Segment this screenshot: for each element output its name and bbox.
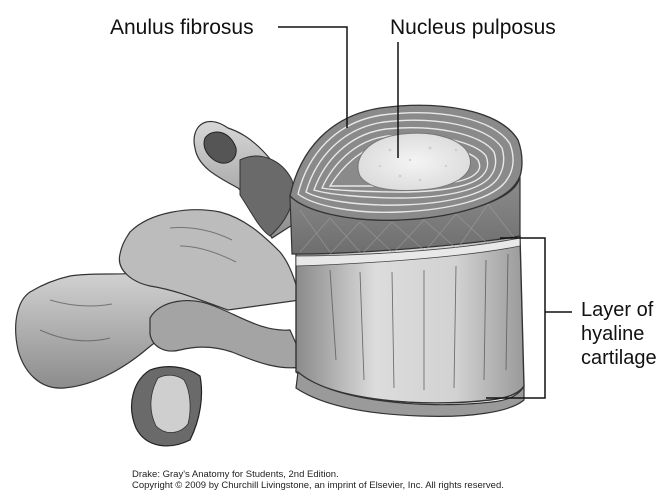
hyaline-label-line-2: hyaline [581, 322, 657, 346]
credit-source: Drake: Gray's Anatomy for Students, 2nd … [132, 469, 339, 480]
posterior-processes [16, 121, 306, 445]
anulus-leader-line [278, 27, 347, 128]
hyaline-label-line-3: cartilage [581, 346, 657, 370]
anulus-fibrosus-label: Anulus fibrosus [110, 15, 254, 40]
nucleus-pulposus-label: Nucleus pulposus [390, 15, 556, 40]
credit-copyright: Copyright © 2009 by Churchill Livingston… [132, 480, 504, 490]
vertebral-body [296, 236, 524, 416]
hyaline-label-line-1: Layer of [581, 298, 657, 322]
hyaline-cartilage-label: Layer of hyaline cartilage [581, 298, 657, 370]
nucleus-pulposus [358, 133, 470, 190]
